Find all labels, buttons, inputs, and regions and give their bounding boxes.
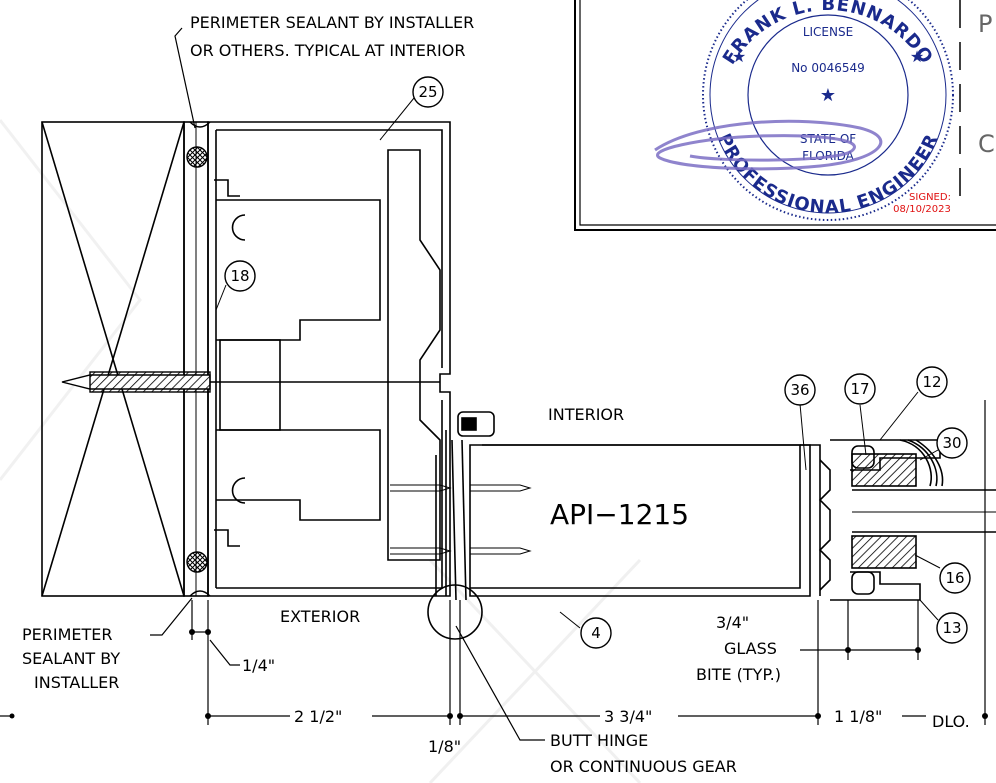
title-block-side-c: C bbox=[978, 130, 995, 158]
dim-quarter: 1/4" bbox=[242, 656, 275, 675]
note-top-line1: PERIMETER SEALANT BY INSTALLER bbox=[190, 13, 474, 32]
seal-number: No 0046549 bbox=[791, 61, 865, 75]
callout-13: 13 bbox=[942, 619, 961, 637]
door-panel bbox=[390, 444, 831, 597]
dimension-lines bbox=[0, 400, 986, 725]
label-exterior: EXTERIOR bbox=[280, 607, 360, 626]
note-left-line1: PERIMETER bbox=[22, 625, 113, 644]
note-hinge-1: BUTT HINGE bbox=[550, 731, 648, 750]
dim-eighth: 1/8" bbox=[428, 737, 461, 756]
note-left-line3: INSTALLER bbox=[34, 673, 119, 692]
callout-4: 4 bbox=[591, 624, 601, 642]
callout-30: 30 bbox=[942, 434, 961, 452]
dimension-labels: 1/4" 2 1/2" 3 3/4" 1 1/8" 1/8" DLO. bbox=[242, 656, 970, 756]
callout-numbers: 25 18 36 17 12 30 4 16 13 bbox=[230, 83, 964, 642]
note-left-line2: SEALANT BY bbox=[22, 649, 120, 668]
frame-extrusion bbox=[207, 121, 451, 597]
callout-36: 36 bbox=[790, 381, 809, 399]
dim-dlo: DLO. bbox=[932, 712, 970, 731]
callout-18: 18 bbox=[230, 267, 249, 285]
sealant-beads bbox=[186, 121, 211, 597]
dim-3-75: 3 3/4" bbox=[604, 707, 652, 726]
glazing-pocket bbox=[830, 439, 996, 601]
seal-star-right-icon: ★ bbox=[910, 47, 924, 66]
title-block-side-p: P bbox=[978, 10, 992, 38]
label-product: API−1215 bbox=[550, 498, 689, 531]
wall-substrate bbox=[41, 121, 209, 597]
note-glass-bite-2: GLASS bbox=[724, 639, 777, 658]
note-hinge-2: OR CONTINUOUS GEAR bbox=[550, 757, 737, 776]
note-top-line2: OR OTHERS. TYPICAL AT INTERIOR bbox=[190, 41, 465, 60]
seal-signed-date: 08/10/2023 bbox=[893, 204, 951, 215]
note-glass-bite-3: BITE (TYP.) bbox=[696, 665, 781, 684]
callout-17: 17 bbox=[850, 380, 869, 398]
dim-2-5: 2 1/2" bbox=[294, 707, 342, 726]
seal-signed-label: SIGNED: bbox=[909, 192, 951, 203]
watermark bbox=[0, 119, 642, 783]
callout-bubbles bbox=[215, 76, 971, 649]
seal-star-icon: ★ bbox=[820, 85, 836, 106]
seal-license: LICENSE bbox=[803, 25, 853, 39]
dimension-dots bbox=[9, 629, 988, 719]
seal-star-left-icon: ★ bbox=[732, 47, 746, 66]
note-glass-bite-1: 3/4" bbox=[716, 613, 749, 632]
label-interior: INTERIOR bbox=[548, 405, 624, 424]
leader-lines bbox=[150, 27, 545, 741]
title-block-frame: P C bbox=[574, 0, 996, 231]
hinge-assembly bbox=[427, 411, 495, 640]
callout-25: 25 bbox=[418, 83, 437, 101]
drawing-notes: PERIMETER SEALANT BY INSTALLER OR OTHERS… bbox=[22, 13, 781, 776]
signature-scribble bbox=[654, 119, 883, 171]
engineer-seal: FRANK L. BENNARDO LICENSE No 0046549 ★ ★… bbox=[654, 0, 954, 221]
anchor-screw bbox=[61, 371, 440, 393]
callout-12: 12 bbox=[922, 373, 941, 391]
dim-1-125: 1 1/8" bbox=[834, 707, 882, 726]
callout-16: 16 bbox=[945, 569, 964, 587]
